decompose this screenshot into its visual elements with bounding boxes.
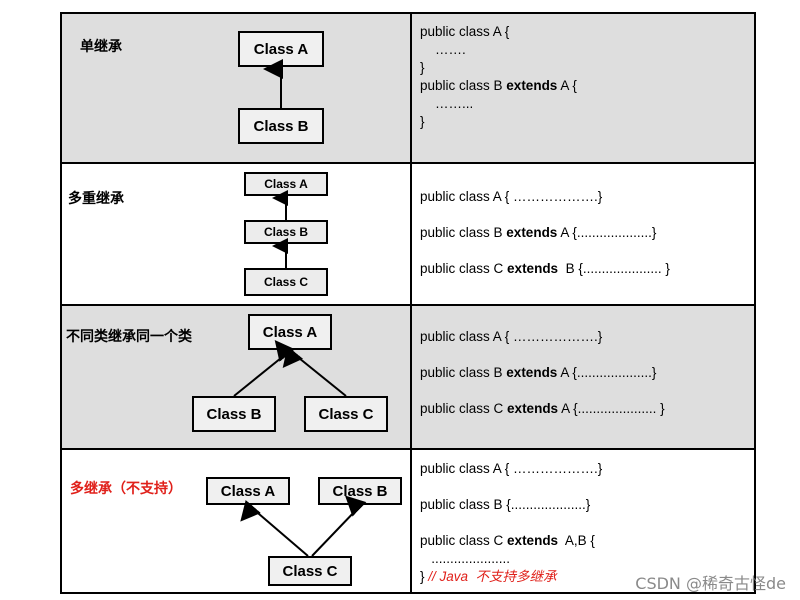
class-c-box: Class C <box>304 396 388 432</box>
row-multilevel-inheritance: 多重继承 Class A Class B Class C public clas… <box>60 162 756 306</box>
row-single-inheritance: 单继承 Class A Class B public class A { …….… <box>60 12 756 164</box>
diagram-cell: 多重继承 Class A Class B Class C <box>62 164 410 304</box>
code-line: } <box>420 60 425 75</box>
code-cell: public class A { ……………….} public class B… <box>410 306 754 448</box>
code-line: public class B extends A {..............… <box>420 365 657 380</box>
row-hierarchical-inheritance: 不同类继承同一个类 Class A Class B Class C public… <box>60 304 756 450</box>
class-b-box: Class B <box>192 396 276 432</box>
code-line: public class C extends A,B { <box>420 533 595 548</box>
diagram-cell: 不同类继承同一个类 Class A Class B Class C <box>62 306 410 448</box>
code-line: public class A { ……………….} <box>420 189 603 204</box>
code-line: public class A { ……………….} <box>420 461 603 476</box>
arrow-b-to-a <box>233 339 296 397</box>
code-cell: public class A { ……. } public class B ex… <box>410 14 754 162</box>
code-line: ..................... <box>420 551 511 566</box>
inheritance-arrows <box>240 495 367 557</box>
code-line: public class A { ……………….} <box>420 329 603 344</box>
inheritance-arrows <box>272 190 288 268</box>
code-line: ……... <box>420 96 474 111</box>
code-line: } // Java 不支持多继承 <box>420 569 557 584</box>
row-multiple-inheritance: 多继承（不支持） Class A Class B Class C public … <box>60 448 756 594</box>
code-line: public class C extends A {..............… <box>420 401 665 416</box>
arrow-c-to-a <box>240 499 309 557</box>
row-label: 多重继承 <box>68 191 124 207</box>
code-line: ……. <box>420 42 466 57</box>
inheritance-arrows <box>263 59 283 108</box>
class-b-box: Class B <box>238 108 324 144</box>
code-line: public class C extends B {..............… <box>420 261 670 276</box>
class-c-box: Class C <box>244 268 328 296</box>
row-label: 多继承（不支持） <box>70 481 182 497</box>
arrow-c-to-a <box>282 346 347 397</box>
code-cell: public class A { ……………….} public class B… <box>410 164 754 304</box>
diagram-cell: 多继承（不支持） Class A Class B Class C <box>62 450 410 592</box>
arrow-c-to-b <box>311 495 367 557</box>
code-line: } <box>420 114 425 129</box>
inheritance-arrows <box>233 339 347 397</box>
code-line: public class B extends A {..............… <box>420 225 657 240</box>
code-line: public class B extends A { <box>420 78 577 93</box>
code-cell: public class A { ……………….} public class B… <box>410 450 754 592</box>
java-comment: // Java 不支持多继承 <box>428 569 557 584</box>
diagram-cell: 单继承 Class A Class B <box>62 14 410 162</box>
row-label: 单继承 <box>80 39 122 55</box>
row-label: 不同类继承同一个类 <box>66 329 192 345</box>
code-line: public class B {....................} <box>420 497 591 512</box>
watermark: CSDN @稀奇古怪de <box>635 574 786 593</box>
code-line: public class A { <box>420 24 510 39</box>
class-c-box: Class C <box>268 556 352 586</box>
